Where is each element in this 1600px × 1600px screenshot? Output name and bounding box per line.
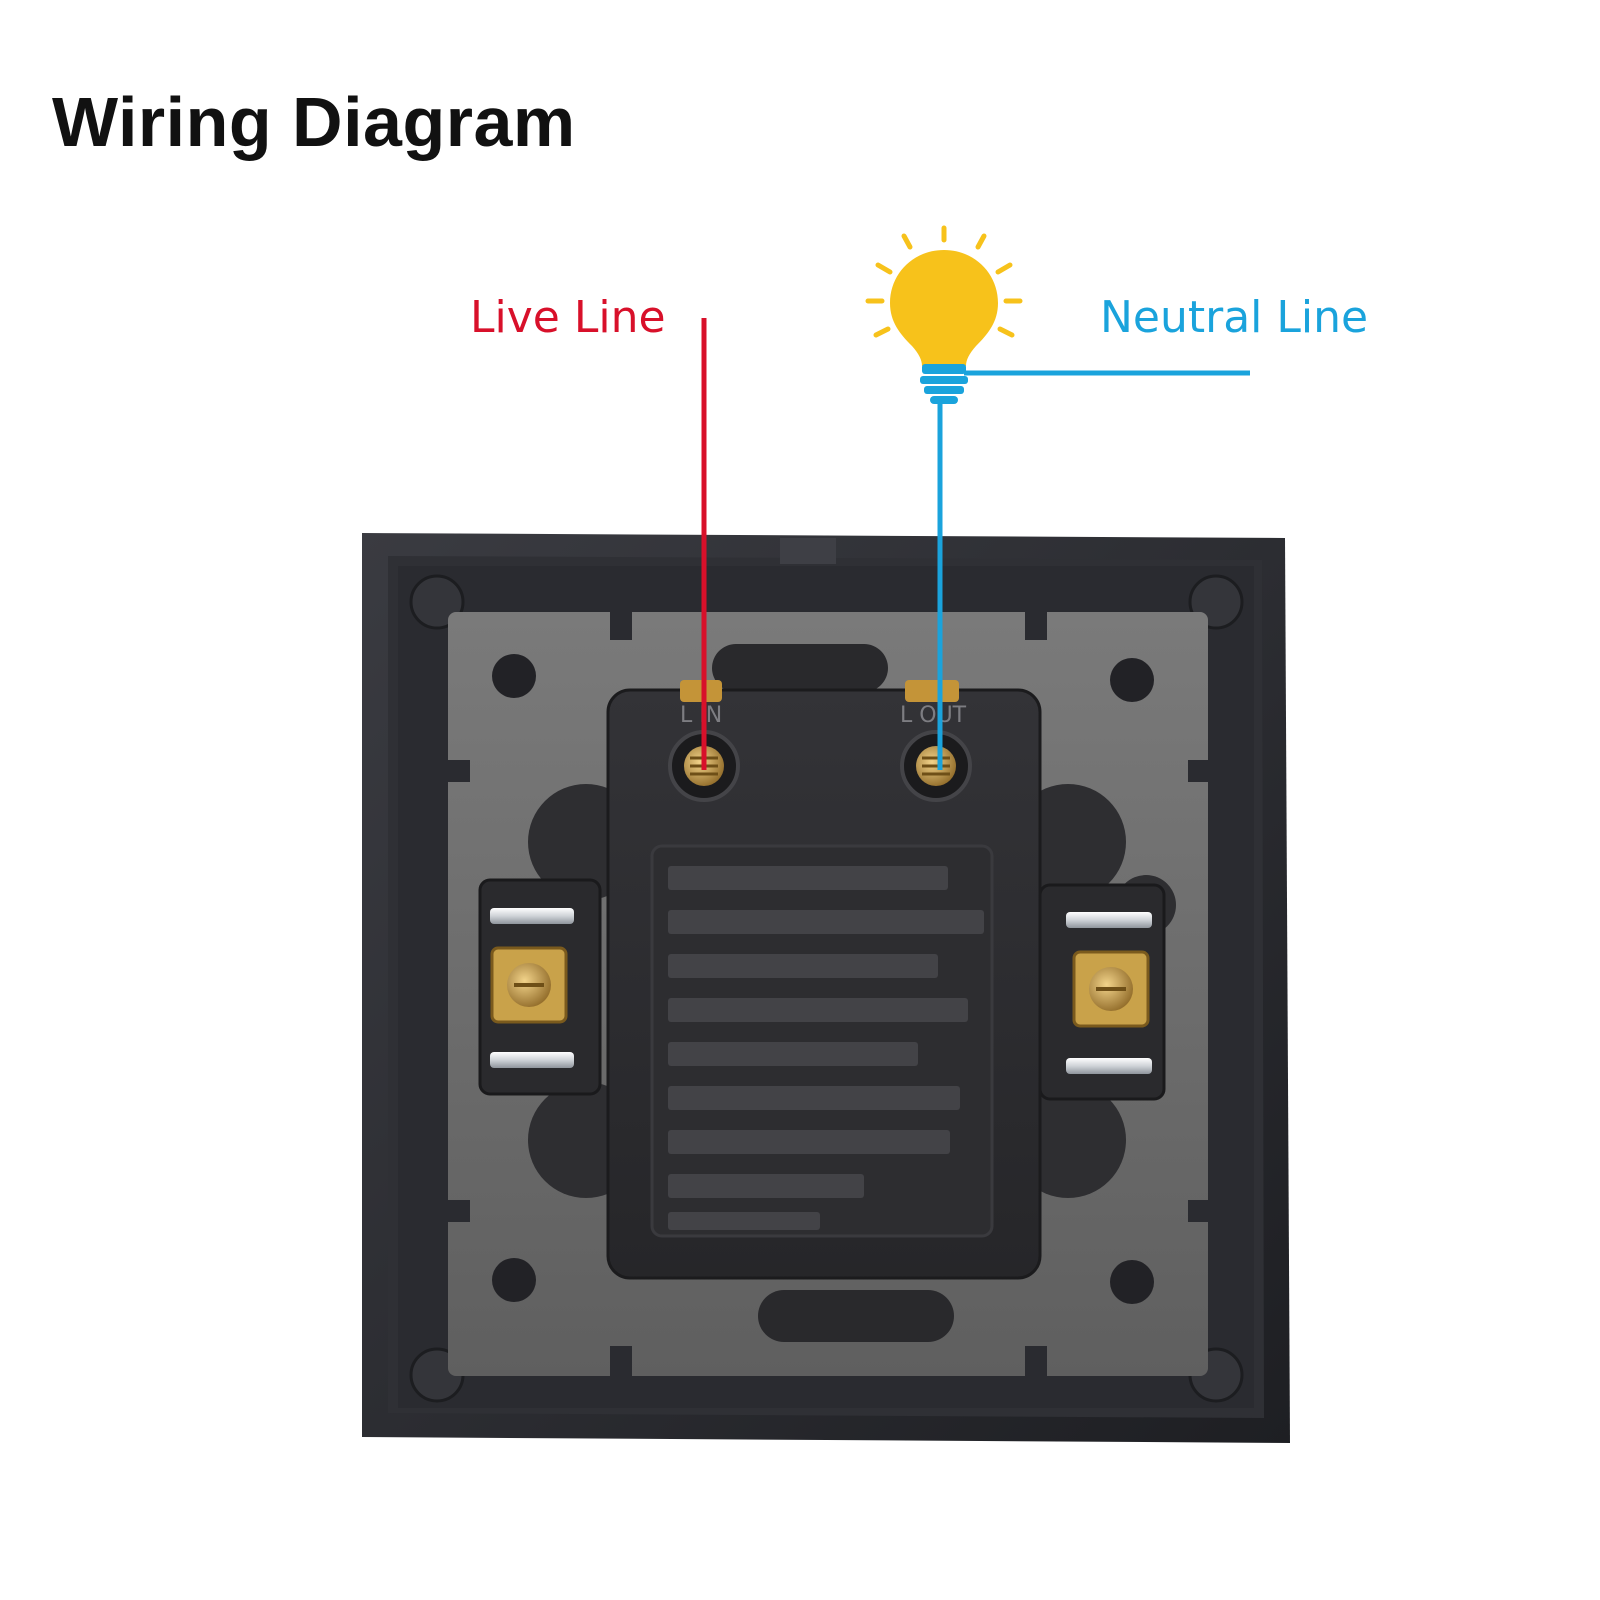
light-bulb-icon <box>865 225 1023 404</box>
page-title: Wiring Diagram <box>52 83 576 161</box>
neutral-line-label: Neutral Line <box>1100 292 1369 343</box>
left-clamp <box>478 878 602 1096</box>
switch-module <box>606 680 1042 1280</box>
terminal-label-l-out: L OUT <box>900 703 967 728</box>
terminal-l-out <box>900 730 972 802</box>
right-clamp <box>1038 883 1166 1101</box>
terminal-label-l-in: L IN <box>680 703 722 728</box>
live-line-label: Live Line <box>470 292 666 343</box>
